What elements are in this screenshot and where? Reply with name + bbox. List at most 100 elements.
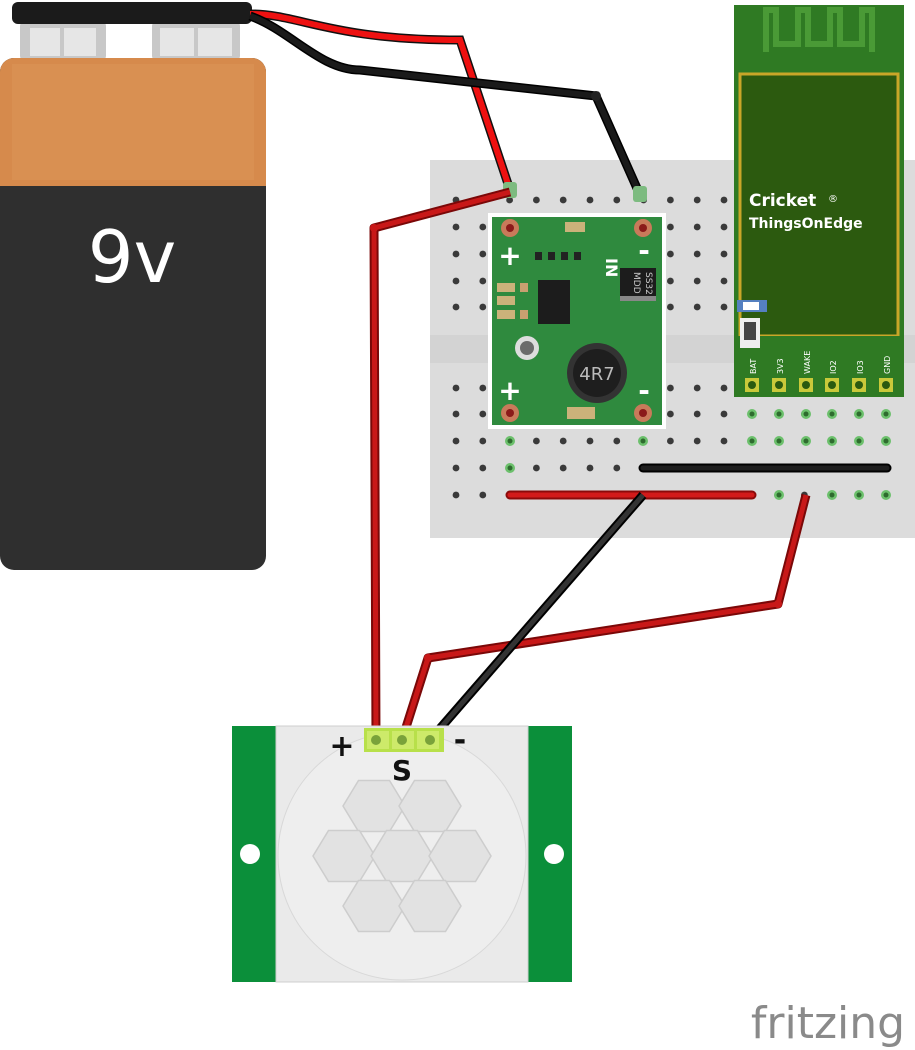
cricket-pin-label: IO2 xyxy=(829,360,838,374)
converter-in-label: IN xyxy=(602,258,621,277)
breadboard-hole-core xyxy=(829,438,835,444)
breadboard-hole xyxy=(452,250,460,258)
breadboard-hole xyxy=(506,196,513,204)
breadboard-hole-core xyxy=(803,411,809,417)
breadboard-hole xyxy=(479,223,487,231)
breadboard-hole-core xyxy=(829,492,835,498)
breadboard-hole xyxy=(720,223,728,231)
breadboard-hole-core xyxy=(803,438,809,444)
breadboard-hole xyxy=(586,196,594,204)
cricket-pin-hole xyxy=(855,381,863,389)
breadboard-hole xyxy=(693,303,701,311)
battery-9v: 9v xyxy=(0,2,266,570)
breadboard-hole-core xyxy=(856,438,862,444)
breadboard-hole xyxy=(452,223,460,231)
breadboard-hole xyxy=(693,437,701,445)
breadboard-hole xyxy=(667,437,674,445)
breadboard-hole xyxy=(452,277,460,285)
breadboard-hole xyxy=(693,410,701,418)
breadboard-hole xyxy=(452,384,460,392)
breadboard-hole xyxy=(559,437,567,445)
breadboard-hole xyxy=(479,384,487,392)
breadboard-hole xyxy=(720,384,728,392)
breadboard-hole-core xyxy=(776,492,782,498)
breadboard-hole xyxy=(586,464,594,472)
cricket-pin-label: WAKE xyxy=(803,351,812,374)
fresnel-lens xyxy=(312,779,492,933)
breadboard-hole xyxy=(479,464,487,472)
breadboard-hole-core xyxy=(507,438,513,444)
breadboard-hole xyxy=(613,437,621,445)
fresnel-hexagon xyxy=(342,879,406,933)
cricket-pin-label: 3V3 xyxy=(776,358,785,374)
breadboard-hole xyxy=(479,410,487,418)
breadboard-hole xyxy=(533,196,540,204)
breadboard-hole xyxy=(479,250,487,258)
fritzing-logo-text: fritzing xyxy=(751,998,905,1049)
breadboard-hole-core xyxy=(883,492,889,498)
cricket-pin-label: IO3 xyxy=(856,360,865,374)
breadboard-hole-core xyxy=(640,438,646,444)
cricket-pin-hole xyxy=(828,381,836,389)
breadboard-hole xyxy=(479,277,487,285)
cricket-pin-hole xyxy=(882,381,890,389)
diode-label-2: SS32 xyxy=(643,272,653,295)
pir-plus-label: + xyxy=(329,729,354,764)
cricket-registered: ® xyxy=(828,194,838,205)
breadboard-hole xyxy=(720,303,728,311)
breadboard-hole-core xyxy=(856,411,862,417)
breadboard-hole xyxy=(479,437,487,445)
cricket-pin-row: BAT 3V3 WAKE IO2 IO3 GND xyxy=(745,351,893,392)
breadboard-hole xyxy=(667,384,674,392)
converter-in-plus: + xyxy=(498,239,521,272)
breadboard-hole xyxy=(452,303,460,311)
cricket-pin-label: BAT xyxy=(749,359,758,374)
breadboard-hole xyxy=(667,223,674,231)
breadboard-hole-core xyxy=(883,438,889,444)
breadboard-hole-core xyxy=(856,492,862,498)
breadboard-hole xyxy=(613,464,621,472)
breadboard-hole xyxy=(667,303,674,311)
breadboard-hole xyxy=(452,410,460,418)
breadboard-hole xyxy=(693,250,701,258)
pir-signal-label: S xyxy=(392,754,412,787)
breadboard-jumpers xyxy=(505,463,892,500)
breadboard-hole xyxy=(693,277,701,285)
breadboard-hole xyxy=(693,196,701,204)
breadboard-hole xyxy=(479,303,487,311)
pir-sensor: + S - xyxy=(232,723,572,983)
breadboard-hole xyxy=(720,196,728,204)
breadboard-hole xyxy=(586,437,594,445)
breadboard-hole xyxy=(667,410,674,418)
pir-wires xyxy=(369,187,811,743)
breadboard-hole xyxy=(667,277,674,285)
breadboard-hole xyxy=(720,277,728,285)
breadboard-hole xyxy=(693,384,701,392)
diode-label-1: MDD xyxy=(631,272,641,294)
battery-wires xyxy=(248,9,647,202)
breadboard-hole xyxy=(693,223,701,231)
breadboard-hole-core xyxy=(749,438,755,444)
breadboard-hole xyxy=(452,437,460,445)
breadboard-hole xyxy=(533,437,540,445)
breadboard-hole xyxy=(667,196,674,204)
breadboard-hole xyxy=(559,464,567,472)
breadboard-hole xyxy=(479,491,487,499)
breadboard-hole-core xyxy=(883,411,889,417)
inductor-label: 4R7 xyxy=(579,364,614,385)
breadboard-hole-core xyxy=(507,465,513,471)
cricket-pin-hole xyxy=(775,381,783,389)
breadboard-hole xyxy=(667,250,674,258)
converter-out-plus: + xyxy=(498,374,521,407)
pir-minus-label: - xyxy=(454,723,466,758)
cricket-pin-hole xyxy=(748,381,756,389)
breadboard-hole xyxy=(720,250,728,258)
breadboard-hole xyxy=(452,464,460,472)
breadboard-hole-core xyxy=(776,438,782,444)
breadboard-hole-core xyxy=(829,411,835,417)
converter-in-minus: - xyxy=(638,234,650,267)
cricket-pin-label: GND xyxy=(883,356,892,374)
cricket-title: Cricket xyxy=(749,191,816,211)
